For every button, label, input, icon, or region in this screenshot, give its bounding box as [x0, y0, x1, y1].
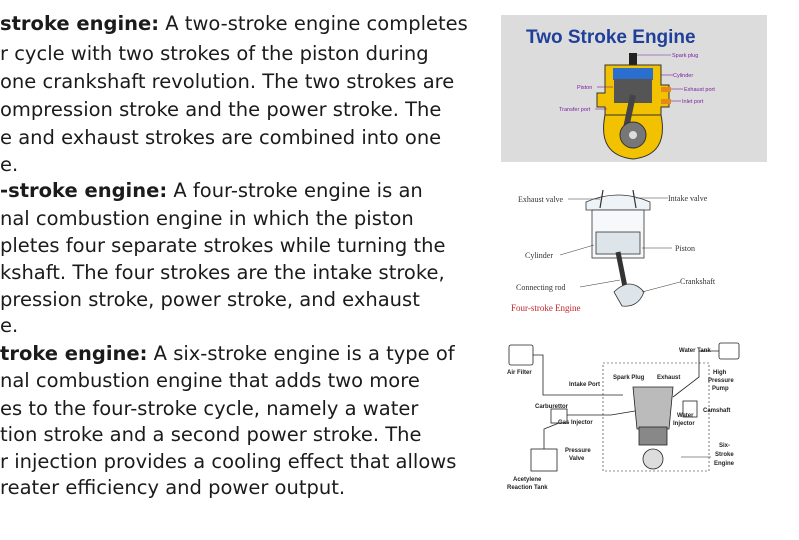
text-column: stroke engine: A two-stroke engine compl… — [0, 12, 470, 499]
crankshaft-hub-shape — [629, 131, 637, 139]
four-stroke-engine-figure: Exhaust valve Intake valve Cylinder Pist… — [508, 180, 728, 320]
piston-shape — [595, 231, 641, 255]
crankshaft-shape — [613, 283, 645, 307]
label-six-stroke-2: Stroke — [715, 452, 734, 458]
water-tank-shape — [718, 342, 740, 360]
text-line: -stroke engine: A four-stroke engine is … — [0, 179, 423, 202]
label-cylinder: Cylinder — [525, 251, 553, 260]
engine-outline-shape — [602, 362, 710, 472]
inlet-port-shape — [661, 99, 671, 104]
four-stroke-caption: Four-stroke Engine — [511, 303, 581, 313]
text-line: reater efficiency and power output. — [0, 476, 346, 499]
label-crankshaft: Crankshaft — [680, 277, 716, 286]
text-line: ompression stroke and the power stroke. … — [0, 98, 442, 121]
camshaft-shape — [682, 400, 698, 418]
text-line: stroke engine: A two-stroke engine compl… — [0, 12, 470, 35]
text-line: kshaft. The four strokes are the intake … — [0, 261, 445, 284]
label-water-injector-1: Water — [677, 413, 694, 419]
label-spark-plug: Spark plug — [672, 53, 698, 59]
label-inlet-port: Inlet port — [682, 99, 704, 105]
two-stroke-title: Two Stroke Engine — [526, 27, 696, 48]
label-acetylene-1: Acetylene — [513, 477, 542, 483]
text-line: tion stroke and a second power stroke. T… — [0, 423, 422, 446]
cylinder-shape — [632, 386, 674, 430]
cylinder-head-shape — [585, 194, 651, 211]
label-spark-plug: Spark Plug — [613, 375, 645, 381]
label-gas-injector: Gas Injector — [558, 420, 593, 426]
two-stroke-engine-figure: Two Stroke Engine Spark plug Cylinder Ex… — [501, 15, 767, 162]
crankshaft-shape — [642, 448, 664, 470]
air-filter-shape — [508, 344, 534, 366]
label-acetylene-2: Reaction Tank — [507, 485, 548, 491]
label-transfer-port: Transfer port — [559, 107, 591, 113]
text-line: troke engine: A six-stroke engine is a t… — [0, 342, 455, 365]
label-water-tank: Water Tank — [679, 348, 711, 354]
text-line: nal combustion engine that adds two more — [0, 369, 420, 392]
label-six-stroke-1: Six- — [719, 443, 730, 449]
intake-valve-shape — [632, 189, 637, 209]
text-line: pletes four separate strokes while turni… — [0, 234, 446, 257]
text-line: one crankshaft revolution. The two strok… — [0, 70, 455, 93]
acetylene-tank-shape — [530, 448, 558, 472]
label-high-pressure-pump-2: Pressure — [708, 378, 734, 384]
exhaust-port-shape — [661, 87, 671, 92]
label-piston: Piston — [675, 244, 695, 253]
text-line: nal combustion engine in which the pisto… — [0, 207, 414, 230]
exhaust-valve-shape — [599, 189, 604, 209]
label-pressure-valve-1: Pressure — [565, 448, 591, 454]
label-carburettor: Carburettor — [535, 404, 569, 410]
label-intake-valve: Intake valve — [668, 194, 708, 203]
text-line: e. — [0, 153, 19, 176]
text-line: r cycle with two strokes of the piston d… — [0, 42, 429, 65]
text-line: r injection provides a cooling effect th… — [0, 450, 457, 473]
text-line: es to the four-stroke cycle, namely a wa… — [0, 397, 419, 420]
label-high-pressure-pump-3: Pump — [712, 386, 729, 392]
combustion-chamber-shape — [613, 68, 653, 80]
label-exhaust: Exhaust — [657, 375, 680, 381]
six-stroke-engine-figure: Water Tank Air Filter Intake Port Spark … — [503, 337, 745, 497]
label-water-injector-2: Injector — [673, 421, 695, 427]
piston-shape — [638, 426, 668, 446]
label-piston: Piston — [577, 85, 592, 91]
label-connecting-rod: Connecting rod — [516, 283, 566, 292]
label-air-filter: Air Filter — [507, 370, 532, 376]
spark-plug-shape — [629, 53, 637, 67]
label-six-stroke-3: Engine — [714, 461, 735, 467]
text-line: e. — [0, 314, 19, 337]
label-high-pressure-pump-1: High — [713, 370, 727, 376]
label-cylinder: Cylinder — [673, 73, 693, 79]
label-intake-port: Intake Port — [569, 382, 600, 388]
label-pressure-valve-2: Valve — [569, 456, 585, 462]
text-line: e and exhaust strokes are combined into … — [0, 126, 442, 149]
label-exhaust-port: Exhaust port — [684, 87, 715, 93]
label-camshaft: Camshaft — [703, 408, 730, 414]
text-line: pression stroke, power stroke, and exhau… — [0, 288, 420, 311]
label-exhaust-valve: Exhaust valve — [518, 195, 564, 204]
